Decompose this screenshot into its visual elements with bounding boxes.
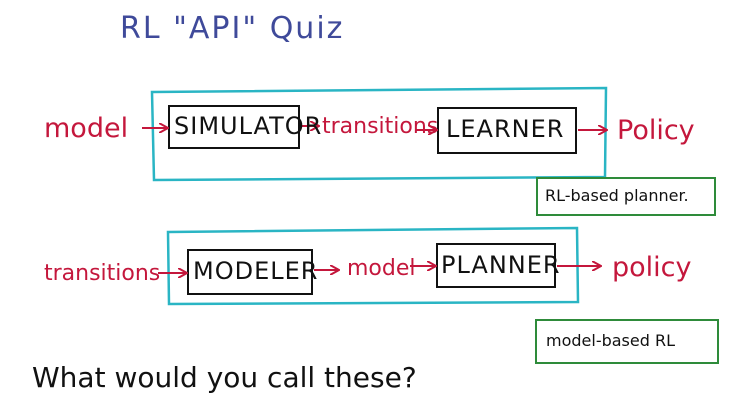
planner-box: [436, 243, 556, 288]
page-title: RL "API" Quiz: [120, 11, 345, 46]
learner-box: [437, 107, 577, 154]
row2-container: [166, 226, 580, 306]
question-text: What would you call these?: [32, 361, 417, 394]
simulator-box-label: SIMULATOR: [174, 112, 323, 140]
learner-box-label: LEARNER: [446, 115, 565, 143]
row1-input-label: model: [44, 113, 129, 144]
row2-output-label: policy: [612, 252, 692, 283]
modeler-box: [187, 249, 313, 295]
row1-middle-label: transitions: [322, 114, 439, 139]
row2-answer-box: [535, 319, 719, 364]
planner-box-label: PLANNER: [441, 251, 561, 279]
row2-input-label: transitions: [44, 261, 161, 286]
row1-answer-box: [536, 177, 716, 216]
row1-output-label: Policy: [617, 115, 695, 146]
row1-answer-label: RL-based planner.: [545, 186, 689, 205]
simulator-box: [168, 105, 300, 149]
modeler-box-label: MODELER: [193, 257, 319, 285]
row2-answer-label: model-based RL: [546, 331, 676, 350]
row2-middle-label: model: [347, 256, 416, 281]
